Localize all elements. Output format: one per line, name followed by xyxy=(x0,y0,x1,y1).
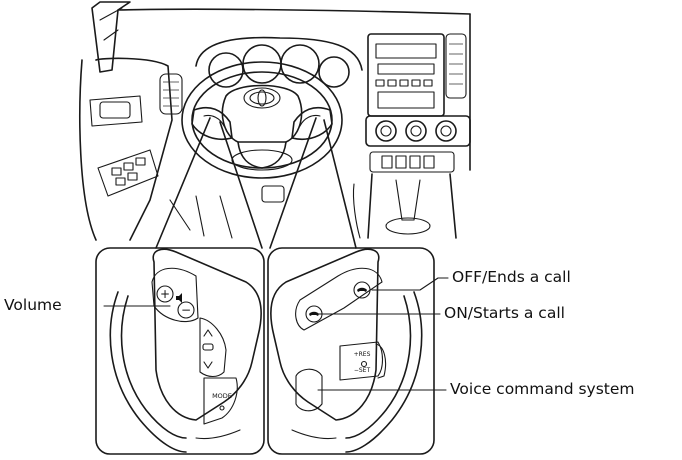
volume-label: Volume xyxy=(4,298,62,314)
svg-text:−: − xyxy=(181,303,191,317)
dashboard-illustration xyxy=(80,2,470,240)
voice-command-icon xyxy=(302,382,312,398)
mode-button-label: MODE xyxy=(212,392,232,400)
speaker-icon xyxy=(176,293,182,303)
right-switch-detail: +RES −SET xyxy=(268,248,434,454)
off-ends-call-label: OFF/Ends a call xyxy=(452,270,571,286)
set-label: −SET xyxy=(354,367,371,374)
svg-text:+: + xyxy=(160,287,170,301)
voice-command-label: Voice command system xyxy=(450,382,635,398)
hang-up-phone-icon xyxy=(357,288,367,292)
left-switch-detail: + − MODE xyxy=(96,248,264,454)
on-starts-call-label: ON/Starts a call xyxy=(444,306,565,322)
res-label: +RES xyxy=(354,351,371,358)
off-ends-call-leader xyxy=(372,278,448,290)
